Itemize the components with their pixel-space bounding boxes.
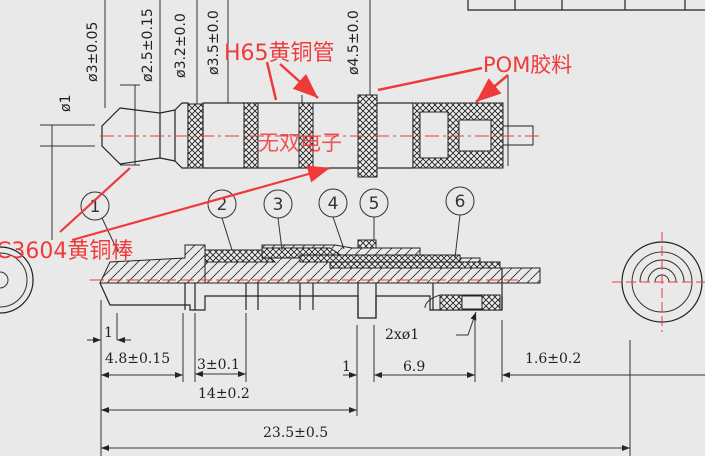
dim-dia32: ø3.2±0.0 — [173, 13, 189, 78]
right-end-view — [612, 232, 705, 332]
balloon-6: 6 — [445, 186, 475, 259]
dim-dia1: ø1 — [58, 95, 74, 112]
svg-text:3: 3 — [273, 195, 284, 215]
dim-23-5: 23.5±0.5 — [263, 425, 328, 441]
bottom-dimension-lines — [87, 300, 705, 456]
dim-dia45: ø4.5±0.0 — [346, 10, 362, 75]
balloon-5: 5 — [359, 188, 389, 240]
label-pom: POM胶料 — [483, 53, 572, 77]
dim-holes: 2xø1 — [385, 327, 419, 343]
dim-1: 1 — [104, 325, 113, 341]
svg-text:4: 4 — [328, 194, 339, 214]
part-balloons: 1 2 3 4 5 6 — [80, 186, 475, 259]
svg-text:5: 5 — [369, 194, 380, 214]
dim-3: 3±0.1 — [197, 357, 240, 373]
watermark: 无双电子 — [258, 131, 342, 155]
balloon-4: 4 — [318, 188, 348, 250]
material-annotations: H65黄铜管 POM胶料 C3604黄铜棒 无双电子 — [0, 41, 572, 264]
label-brass-rod: C3604黄铜棒 — [0, 239, 133, 264]
dim-dia35: ø3.5±0.0 — [206, 10, 222, 75]
dim-dia25: ø2.5±0.15 — [140, 8, 156, 82]
dim-4-8: 4.8±0.15 — [105, 351, 170, 367]
svg-text:2: 2 — [217, 195, 228, 215]
svg-text:1: 1 — [90, 197, 101, 217]
dim-6-9: 6.9 — [403, 359, 425, 375]
dim-dia3: ø3±0.05 — [85, 22, 101, 82]
dim-1-6: 1.6±0.2 — [525, 351, 581, 367]
svg-text:6: 6 — [455, 192, 466, 212]
label-brass-tube: H65黄铜管 — [224, 41, 335, 66]
balloon-1: 1 — [80, 191, 119, 253]
plug-section-view — [90, 239, 541, 319]
top-dimension-labels: ø3±0.05 ø2.5±0.15 ø3.2±0.0 ø3.5±0.0 ø4.5… — [58, 8, 362, 112]
dim-1b: 1 — [342, 359, 351, 375]
bottom-dimension-labels: 1 4.8±0.15 3±0.1 14±0.2 1 6.9 1.6±0.2 23… — [104, 325, 581, 441]
dim-14: 14±0.2 — [198, 386, 250, 402]
left-end-view — [0, 246, 34, 314]
balloon-3: 3 — [263, 189, 293, 251]
title-block — [467, 0, 705, 11]
balloon-2: 2 — [207, 189, 237, 251]
